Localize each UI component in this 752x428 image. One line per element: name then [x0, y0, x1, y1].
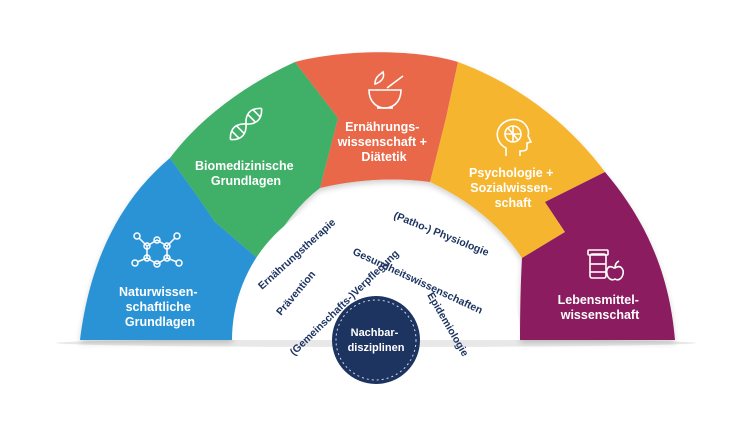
- mortar-pestle-icon: [368, 70, 404, 109]
- inner-ring: [232, 192, 520, 340]
- segment-yellow: [430, 62, 605, 258]
- dna-icon: [229, 107, 263, 141]
- food-jar-apple-icon: [587, 249, 624, 281]
- center-circle: [332, 296, 420, 384]
- segments-group: [80, 52, 675, 340]
- brain-head-icon: [496, 118, 533, 156]
- segment-green: [170, 62, 338, 262]
- segment-label-psychologie: Psychologie + Sozialwissen- schaft: [469, 166, 557, 210]
- segment-orange: [295, 52, 458, 188]
- center-circle-dashed-border: [335, 299, 417, 381]
- segment-blue: [80, 158, 262, 340]
- segment-purple: [520, 172, 675, 340]
- center-label: Nachbar- disziplinen: [348, 327, 405, 354]
- segment-label-lebensmittel: Lebensmittel- wissenschaft: [558, 293, 643, 322]
- segment-label-naturwissenschaft: Naturwissen- schaftliche Grundlagen: [119, 285, 201, 329]
- segment-label-biomedizin: Biomedizinische Grundlagen: [195, 159, 297, 188]
- molecule-icon: [131, 232, 183, 268]
- segment-label-ernaehrung: Ernährungs- wissenschaft + Diätetik: [337, 120, 431, 164]
